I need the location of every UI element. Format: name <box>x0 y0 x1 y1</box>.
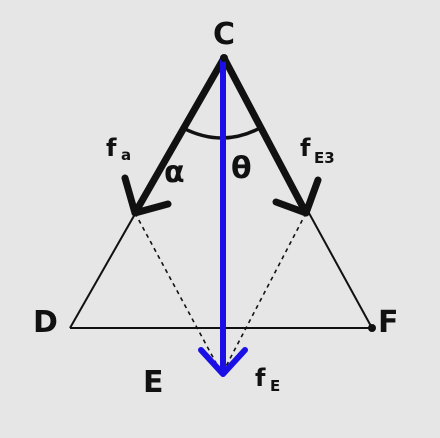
point-c-dot <box>220 54 228 62</box>
label-force-fe3: f E3 <box>300 134 335 167</box>
svg-text:f: f <box>106 134 117 162</box>
label-angle-alpha: α <box>164 155 185 190</box>
svg-text:E: E <box>270 377 280 395</box>
label-point-e: E <box>143 365 164 400</box>
force-vector-fe3 <box>220 54 310 217</box>
arrowhead-fe <box>198 347 248 377</box>
arrowhead-fa <box>121 174 172 217</box>
dashed-left <box>134 212 223 375</box>
svg-text:a: a <box>121 146 131 164</box>
point-f-dot <box>368 324 376 332</box>
dashed-right <box>221 212 307 375</box>
label-force-fe: f E <box>255 364 280 395</box>
label-angle-theta: θ <box>231 151 252 186</box>
label-point-c: C <box>213 17 235 52</box>
svg-text:E3: E3 <box>314 149 335 167</box>
label-point-d: D <box>33 305 58 340</box>
arrowhead-fe3 <box>272 176 322 217</box>
label-point-f: F <box>378 305 399 340</box>
force-vector-fa <box>131 54 228 217</box>
svg-text:f: f <box>255 364 266 392</box>
svg-text:f: f <box>300 134 311 162</box>
label-force-fa: f a <box>106 134 131 164</box>
